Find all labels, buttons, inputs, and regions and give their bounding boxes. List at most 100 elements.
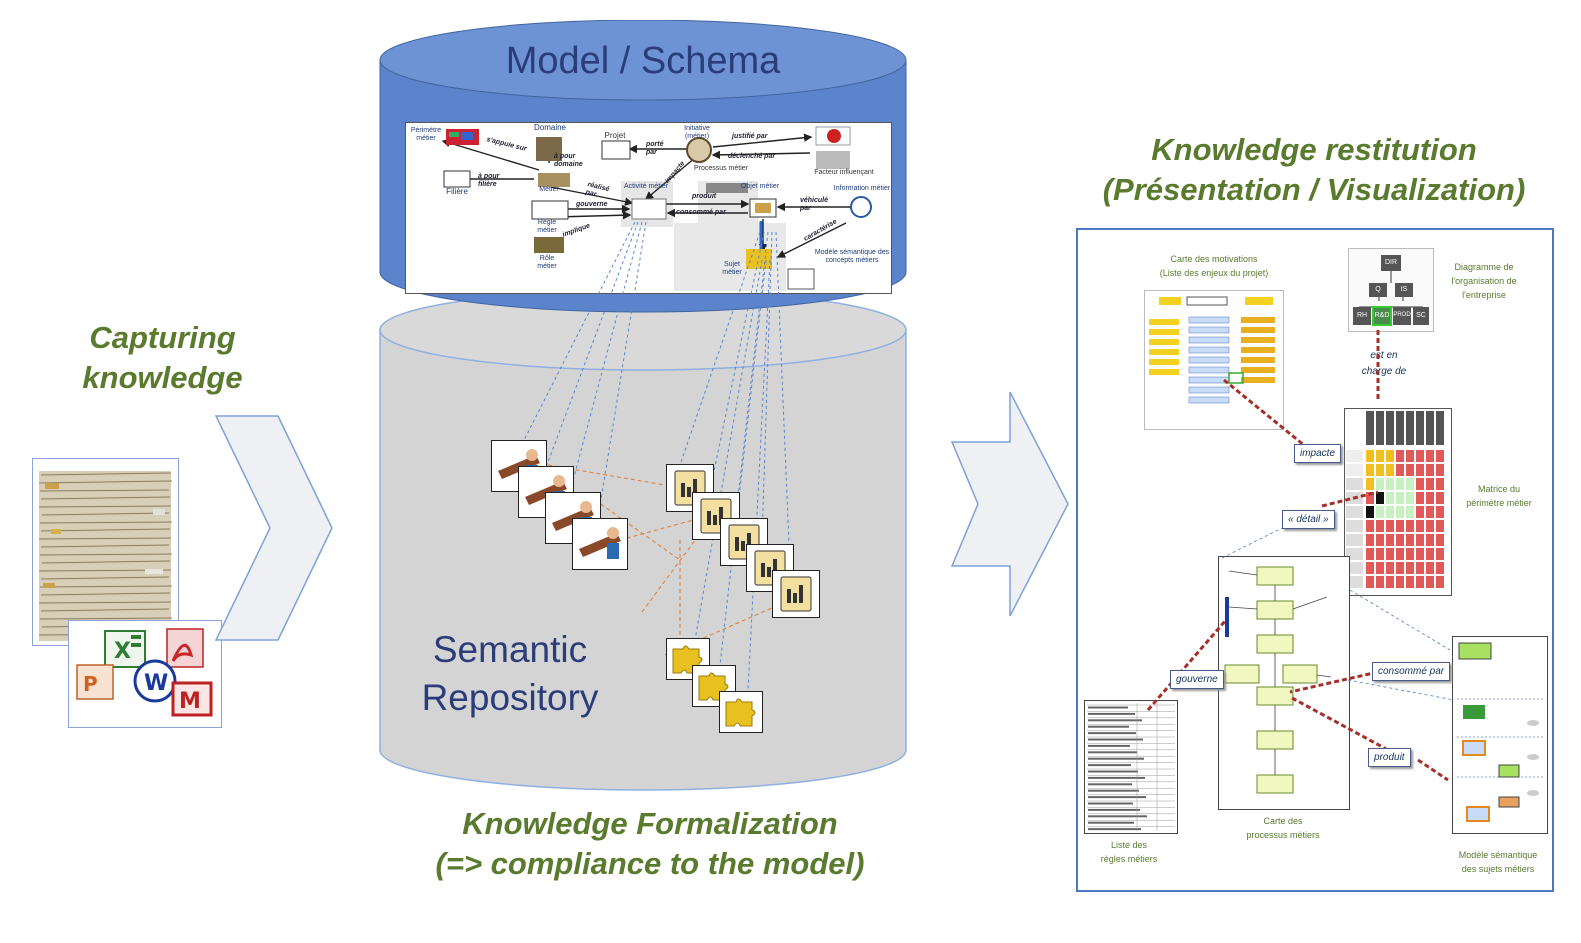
motivations-label: Carte des motivations (Liste des enjeux … bbox=[1159, 254, 1269, 278]
rules-row-text bbox=[1088, 770, 1138, 773]
matrix-cell bbox=[1416, 478, 1424, 490]
matrix-cell bbox=[1376, 464, 1384, 476]
powerpoint-icon: P bbox=[76, 664, 114, 700]
matrix-cell bbox=[1376, 478, 1384, 490]
matrix-cell bbox=[1426, 492, 1434, 504]
rules-row-text bbox=[1088, 764, 1131, 767]
matrix-cell bbox=[1426, 478, 1434, 490]
svg-text:M: M bbox=[179, 689, 201, 714]
matrix-cell bbox=[1426, 534, 1434, 546]
capturing-title-line1: Capturing bbox=[89, 320, 236, 355]
restitution-title-line1: Knowledge restitution bbox=[1151, 132, 1477, 167]
matrix-cell bbox=[1386, 534, 1394, 546]
motivations-map bbox=[1144, 290, 1284, 430]
matrix-cell bbox=[1386, 450, 1394, 462]
svg-text:X: X bbox=[114, 639, 131, 664]
matrix-row-label bbox=[1346, 464, 1363, 476]
matrix-cell bbox=[1386, 520, 1394, 532]
rules-row-text bbox=[1088, 757, 1144, 760]
matrix-cell bbox=[1396, 534, 1404, 546]
matrix-cell bbox=[1366, 478, 1374, 490]
matrix-cell bbox=[1436, 520, 1444, 532]
matrix-label: Matrice du périmètre métier bbox=[1466, 484, 1532, 508]
matrix-cell bbox=[1436, 548, 1444, 560]
matrix-cell bbox=[1416, 520, 1424, 532]
impacte-label: impacte bbox=[1294, 444, 1342, 463]
semantic-repository-line2: Repository bbox=[421, 677, 599, 718]
node-processus: Processus métier bbox=[693, 165, 749, 172]
edge-gouverne: gouverne bbox=[576, 201, 608, 208]
rules-row-text bbox=[1088, 719, 1142, 722]
semantic-repository-line1: Semantic bbox=[432, 629, 588, 670]
rules-row-text bbox=[1088, 732, 1136, 735]
matrix-cell bbox=[1396, 562, 1404, 574]
matrix-cell bbox=[1396, 464, 1404, 476]
matrix-cell bbox=[1406, 478, 1414, 490]
matrix-cell bbox=[1376, 492, 1384, 504]
detail-label: « détail » bbox=[1282, 510, 1335, 529]
matrix-row-label bbox=[1346, 562, 1363, 574]
rules-row-text bbox=[1088, 706, 1128, 709]
activity-worker-icon bbox=[572, 518, 628, 570]
matrix-cell bbox=[1436, 450, 1444, 462]
business-object-icon bbox=[772, 570, 820, 618]
org-dir: DIR bbox=[1384, 259, 1398, 266]
matrix-row-label bbox=[1346, 450, 1363, 462]
matrix-cell bbox=[1436, 478, 1444, 490]
matrix-cell bbox=[1366, 534, 1374, 546]
rules-row-text bbox=[1088, 751, 1137, 754]
node-projet: Projet bbox=[604, 131, 626, 140]
matrix-cell bbox=[1406, 576, 1414, 588]
node-role: Rôle métier bbox=[537, 255, 557, 270]
edge-vehicule: véhiculé par bbox=[800, 197, 829, 212]
edge-porte: porté par bbox=[646, 141, 664, 156]
matrix-cell bbox=[1436, 506, 1444, 518]
edge-consomme: consommé par bbox=[676, 209, 726, 216]
process-map-label: Carte des processus métiers bbox=[1246, 816, 1320, 840]
matrix-cell bbox=[1366, 464, 1374, 476]
matrix-cell bbox=[1426, 464, 1434, 476]
capturing-title: Capturing knowledge bbox=[40, 318, 285, 398]
matrix-cell bbox=[1366, 506, 1374, 518]
matrix-header-cell bbox=[1366, 411, 1374, 445]
matrix-cell bbox=[1396, 548, 1404, 560]
matrix-row-label bbox=[1346, 506, 1363, 518]
matrix-cell bbox=[1436, 534, 1444, 546]
matrix-cell bbox=[1396, 506, 1404, 518]
word-icon: W bbox=[133, 659, 177, 703]
node-sujet: Sujet métier bbox=[722, 261, 742, 276]
business-object-icon bbox=[720, 518, 768, 566]
matrix-cell bbox=[1386, 548, 1394, 560]
matrix-cell bbox=[1406, 562, 1414, 574]
matrix-cell bbox=[1376, 534, 1384, 546]
matrix-cell bbox=[1426, 548, 1434, 560]
matrix-cell bbox=[1386, 562, 1394, 574]
matrix-cell bbox=[1376, 548, 1384, 560]
matrix-cell bbox=[1416, 562, 1424, 574]
matrix-cell bbox=[1376, 520, 1384, 532]
edge-justifie: justifié par bbox=[732, 133, 768, 140]
matrix-cell bbox=[1376, 562, 1384, 574]
matrix-cell bbox=[1426, 520, 1434, 532]
restitution-title-line2: (Présentation / Visualization) bbox=[1102, 172, 1526, 207]
matrix-cell bbox=[1406, 548, 1414, 560]
matrix-header-cell bbox=[1386, 411, 1394, 445]
restitution-title: Knowledge restitution (Présentation / Vi… bbox=[1076, 130, 1552, 210]
documents-stack-icon bbox=[32, 458, 179, 646]
mindmanager-icon: M bbox=[171, 681, 213, 717]
pdf-icon bbox=[166, 628, 204, 668]
matrix-header-cell bbox=[1436, 411, 1444, 445]
rules-row-text bbox=[1088, 821, 1134, 824]
matrix-cell bbox=[1366, 520, 1374, 532]
matrix-cell bbox=[1386, 576, 1394, 588]
matrix-cell bbox=[1416, 450, 1424, 462]
matrix-cell bbox=[1416, 576, 1424, 588]
node-activite: Activité métier bbox=[624, 183, 668, 190]
matrix-cell bbox=[1406, 450, 1414, 462]
matrix-cell bbox=[1396, 478, 1404, 490]
rules-row-text bbox=[1088, 712, 1135, 715]
matrix-cell bbox=[1416, 506, 1424, 518]
flow-arrow-right bbox=[950, 391, 1069, 617]
edge-produit: produit bbox=[692, 193, 717, 200]
matrix-cell bbox=[1396, 492, 1404, 504]
